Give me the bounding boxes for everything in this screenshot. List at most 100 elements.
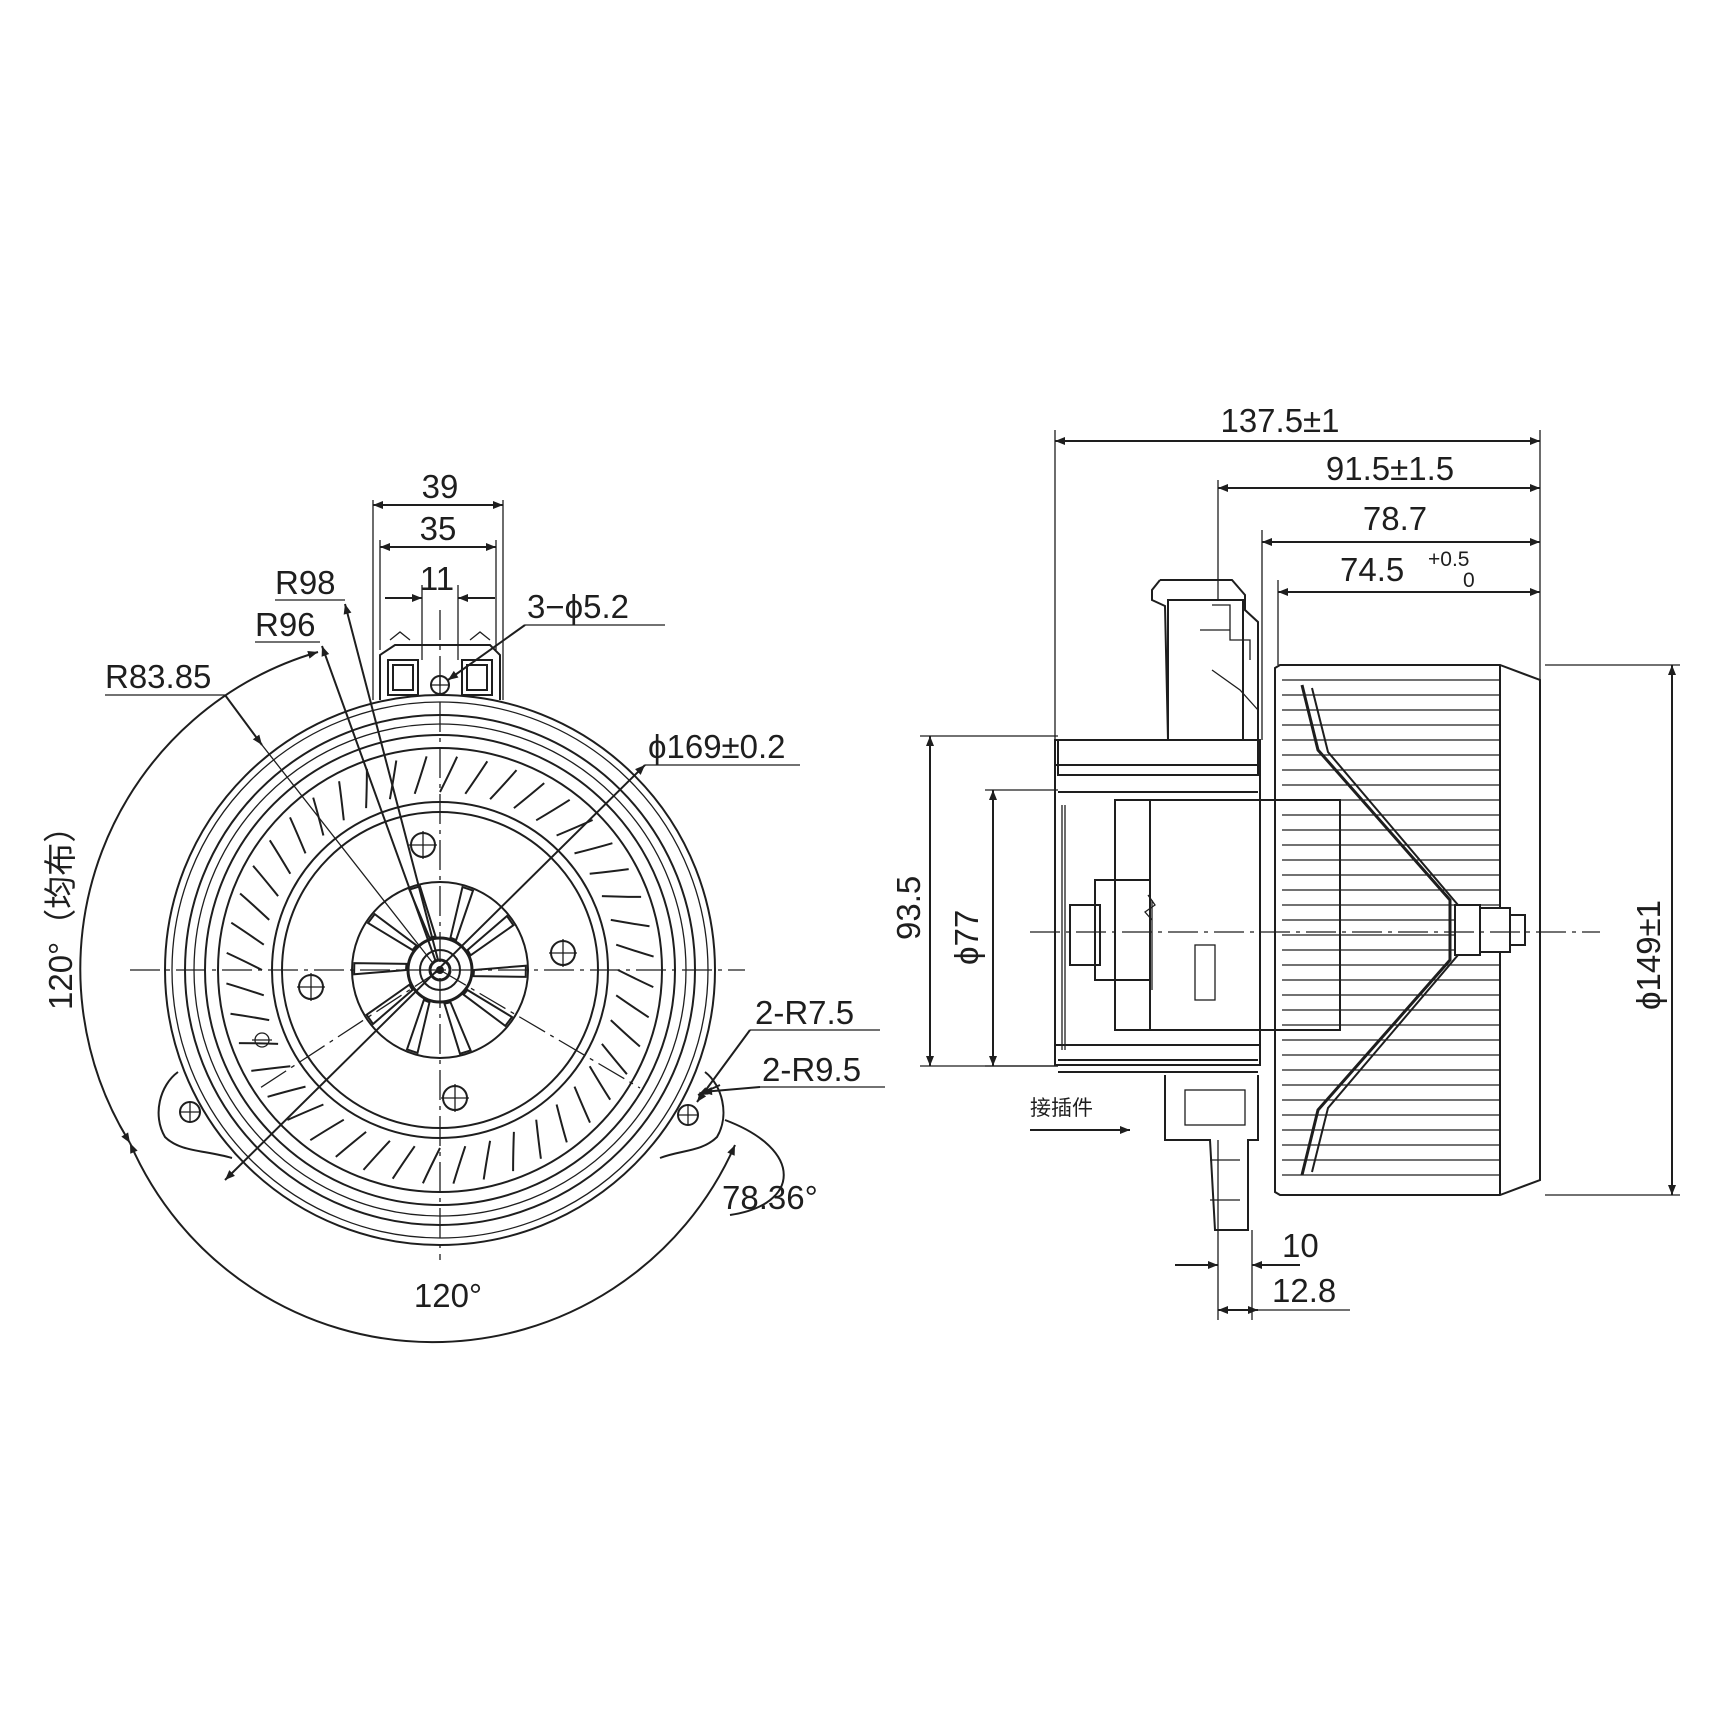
hub-spoke bbox=[472, 964, 527, 978]
dim-width-39: 39 bbox=[372, 468, 504, 700]
dim-78: 78.7 bbox=[1261, 500, 1540, 740]
impeller-blade bbox=[251, 1065, 291, 1072]
screw-hole-right bbox=[549, 939, 577, 967]
side-top-bracket bbox=[1151, 579, 1259, 741]
dim-39-label: 39 bbox=[422, 468, 459, 505]
impeller-blade bbox=[573, 1086, 591, 1124]
impeller-blade bbox=[589, 868, 629, 875]
dim-93: 93.5 bbox=[890, 735, 1058, 1067]
impeller-blade bbox=[489, 769, 518, 800]
hub-spoke bbox=[449, 885, 475, 942]
impeller-blade bbox=[362, 1140, 391, 1171]
len-74-label: 74.5 bbox=[1340, 551, 1404, 588]
len-78-label: 78.7 bbox=[1363, 500, 1427, 537]
impeller-blade bbox=[601, 895, 642, 898]
impeller-blade bbox=[226, 951, 263, 971]
r98-label: R98 bbox=[275, 564, 336, 601]
impeller-blade bbox=[610, 1019, 641, 1048]
front-view: 39 35 11 R98 R96 bbox=[42, 468, 885, 1344]
impeller-blade bbox=[230, 921, 265, 946]
front-center-lines bbox=[130, 610, 745, 1260]
dim-91: 91.5±1.5 bbox=[1217, 450, 1540, 600]
impeller-blade bbox=[452, 1145, 467, 1184]
r75-label: 2-R7.5 bbox=[755, 994, 854, 1031]
dim-r95: 2-R9.5 bbox=[701, 1051, 885, 1096]
angle-right-label: 78.36° bbox=[722, 1179, 818, 1216]
front-housing bbox=[1054, 739, 1261, 1073]
screw-hole-bottom bbox=[441, 1084, 469, 1112]
dia169-label: ϕ169±0.2 bbox=[648, 728, 786, 765]
tol-lower: 0 bbox=[1463, 569, 1475, 592]
side-view: 137.5±1 91.5±1.5 78.7 74.5 +0.5 0 93.5 bbox=[890, 402, 1680, 1320]
len-91-label: 91.5±1.5 bbox=[1326, 450, 1454, 487]
screw-hole-small bbox=[252, 1032, 272, 1048]
impeller-blade bbox=[267, 1085, 306, 1098]
dim-holes: 3−ϕ5.2 bbox=[447, 588, 665, 681]
motor-body bbox=[1054, 739, 1341, 1066]
dim-10: 10 bbox=[1175, 1140, 1319, 1320]
impeller-blade bbox=[309, 1118, 345, 1142]
r83-label: R83.85 bbox=[105, 658, 211, 695]
dim-35-label: 35 bbox=[420, 510, 457, 547]
dim-149: ϕ149±1 bbox=[1545, 664, 1680, 1196]
impeller-blade bbox=[413, 756, 428, 795]
holes-label: 3−ϕ5.2 bbox=[527, 588, 629, 625]
impeller-blade bbox=[513, 782, 545, 809]
impeller-blade bbox=[574, 842, 613, 855]
hub-spoke bbox=[405, 998, 431, 1055]
impeller-blade bbox=[335, 1131, 367, 1158]
impeller-blade bbox=[421, 1147, 441, 1184]
dim-11-label: 11 bbox=[420, 560, 454, 597]
d-77-label: ϕ77 bbox=[948, 910, 985, 965]
impeller-side bbox=[1274, 664, 1541, 1196]
w-10-label: 10 bbox=[1282, 1227, 1319, 1264]
impeller-blade bbox=[391, 1145, 416, 1180]
screw-hole-left bbox=[297, 973, 325, 1001]
dim-74: 74.5 +0.5 0 bbox=[1277, 548, 1540, 665]
impeller-blade bbox=[615, 943, 654, 958]
connector-label: 接插件 bbox=[1030, 1097, 1093, 1120]
tol-upper: +0.5 bbox=[1428, 548, 1469, 571]
impeller-blade bbox=[252, 865, 279, 897]
dim-angle-right: 78.36° bbox=[697, 1084, 818, 1216]
impeller-blade bbox=[439, 756, 459, 793]
dim-width-11: 11 bbox=[385, 560, 495, 660]
d-149-label: ϕ149±1 bbox=[1630, 900, 1667, 1010]
mounting-ear-right bbox=[659, 1071, 725, 1159]
angle-bottom-label: 120° bbox=[414, 1277, 482, 1314]
dim-r75: 2-R7.5 bbox=[696, 994, 880, 1103]
side-bottom-connector bbox=[1164, 1075, 1259, 1231]
connector-note: 接插件 bbox=[1030, 1097, 1130, 1134]
impeller-blade bbox=[588, 1065, 612, 1101]
impeller-blade bbox=[535, 1119, 542, 1159]
impeller-blade bbox=[601, 1043, 628, 1075]
impeller-blade bbox=[555, 1104, 568, 1143]
hub-spoke bbox=[466, 914, 515, 957]
dim-137: 137.5±1 bbox=[1054, 402, 1541, 740]
impeller-blade bbox=[230, 1012, 270, 1022]
impeller-blade bbox=[238, 1042, 279, 1045]
impeller-blade bbox=[226, 982, 265, 997]
hub-spoke bbox=[443, 1001, 472, 1055]
dim-width-35: 35 bbox=[379, 510, 497, 650]
impeller-blade bbox=[365, 768, 368, 809]
impeller-blade bbox=[239, 892, 270, 921]
len-137-label: 137.5±1 bbox=[1220, 402, 1339, 439]
dim-angle-bottom: 120° bbox=[129, 1142, 736, 1344]
hub-spoke bbox=[353, 962, 408, 976]
r96-label: R96 bbox=[255, 606, 316, 643]
dim-77: ϕ77 bbox=[948, 789, 1058, 1067]
r95-label: 2-R9.5 bbox=[762, 1051, 861, 1088]
impeller-blade bbox=[610, 918, 650, 928]
impeller-blade bbox=[289, 816, 307, 854]
w-12-label: 12.8 bbox=[1272, 1272, 1336, 1309]
dim-angle-left: 120°（均布） bbox=[42, 650, 319, 1144]
impeller-blade bbox=[268, 839, 292, 875]
impeller-blade bbox=[338, 781, 345, 821]
impeller-blade bbox=[482, 1140, 492, 1180]
dim-12: 12.8 bbox=[1218, 1272, 1350, 1314]
angle-left-label: 120°（均布） bbox=[42, 810, 79, 1010]
hub-spoke bbox=[408, 885, 437, 939]
mounting-ear-left bbox=[157, 1071, 233, 1159]
